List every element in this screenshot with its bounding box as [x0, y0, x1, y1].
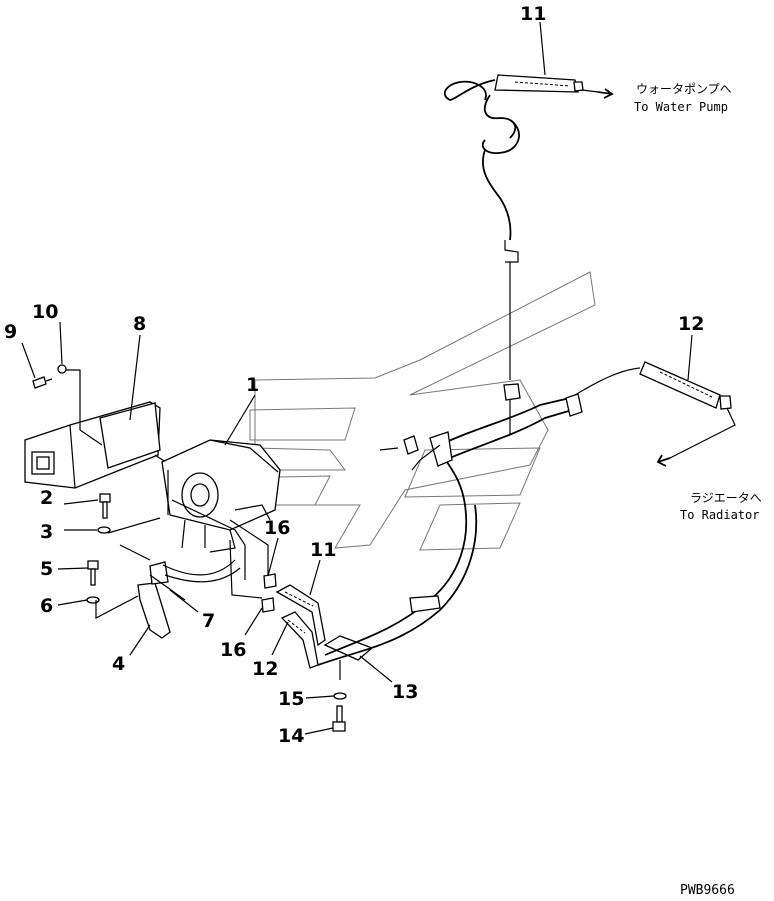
- callout-6: 6: [40, 595, 53, 617]
- callout-11-top: 11: [520, 3, 546, 25]
- callout-12-mid: 12: [252, 658, 278, 680]
- callout-16-lower: 16: [220, 639, 246, 661]
- hoses-center: [275, 584, 326, 669]
- callout-16-upper: 16: [264, 517, 290, 539]
- note-radiator-en: To Radiator: [680, 508, 759, 522]
- callout-4: 4: [112, 653, 125, 675]
- callout-1: 1: [246, 374, 259, 396]
- callout-3: 3: [40, 521, 53, 543]
- duct-assembly: [24, 364, 179, 489]
- callout-2: 2: [40, 487, 53, 509]
- bolts-left: [86, 493, 241, 639]
- note-radiator-jp: ラジエータへ: [690, 491, 762, 505]
- clamps-16: [261, 573, 277, 613]
- callout-11-mid: 11: [310, 539, 336, 561]
- callout-9: 9: [4, 321, 17, 343]
- callout-14: 14: [278, 725, 304, 747]
- note-water-pump-en: To Water Pump: [634, 100, 728, 114]
- heater-unit: [107, 439, 281, 599]
- callout-12-right: 12: [678, 313, 704, 335]
- callout-5: 5: [40, 558, 53, 580]
- pipes: [317, 367, 641, 666]
- water-pump-hose: [443, 74, 584, 401]
- callout-7: 7: [202, 610, 215, 632]
- callout-8: 8: [133, 313, 146, 335]
- radiator-hose: [581, 88, 736, 467]
- watermark-logo: [224, 271, 596, 551]
- leader-lines: [21, 21, 693, 735]
- callout-15: 15: [278, 688, 304, 710]
- callout-10: 10: [32, 301, 58, 323]
- drawing-code: PWB9666: [680, 883, 735, 898]
- callout-13: 13: [392, 681, 418, 703]
- note-water-pump-jp: ウォータポンプへ: [636, 82, 732, 96]
